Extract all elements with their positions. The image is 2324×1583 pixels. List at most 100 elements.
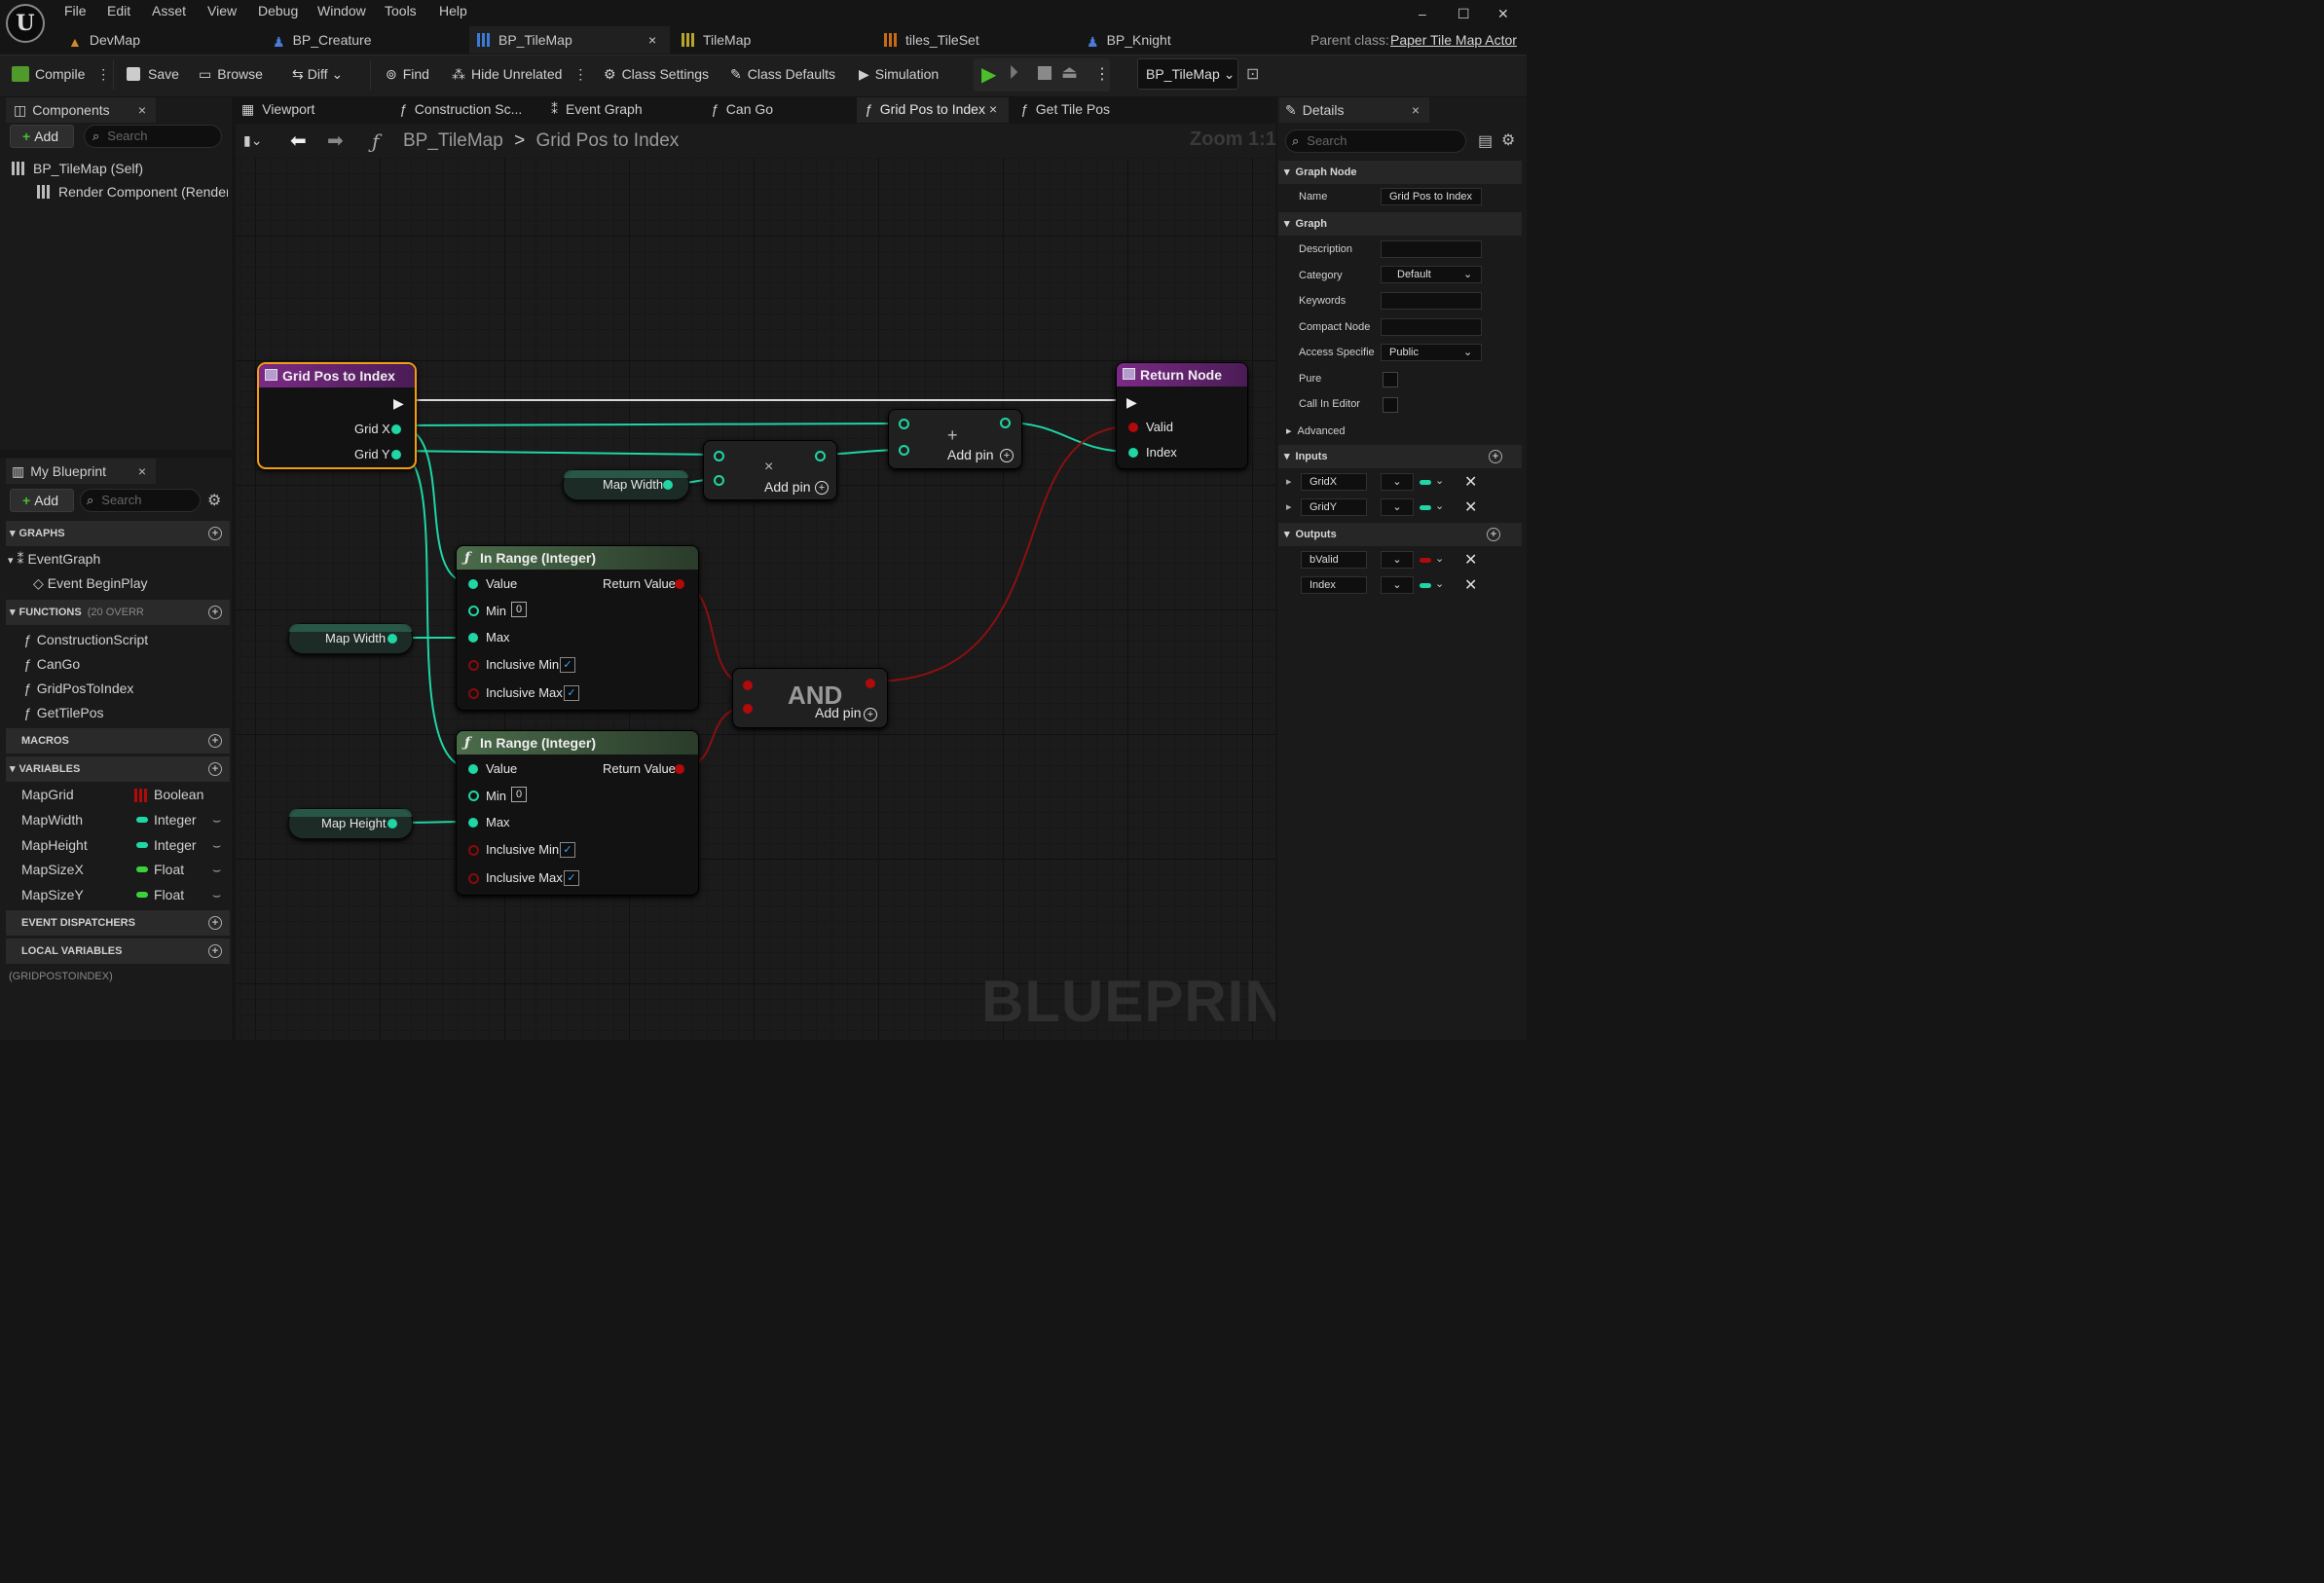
type-select-gridx[interactable]: ⌄ [1381, 473, 1414, 491]
inclusive-min-checkbox[interactable]: ✓ [560, 842, 575, 858]
menu-window[interactable]: Window [317, 3, 366, 18]
chevron-down-icon[interactable]: ⌄ [1435, 578, 1445, 590]
details-search-input[interactable]: ⌕Search [1285, 129, 1466, 153]
save-button[interactable]: Save [127, 66, 179, 82]
doc-tab-bp-knight[interactable]: ♟BP_Knight [1087, 26, 1281, 54]
pin-return-value[interactable] [675, 579, 684, 589]
stop-icon[interactable] [1038, 66, 1051, 80]
minimize-button[interactable]: – [1419, 6, 1426, 21]
pin-add-b[interactable] [899, 445, 909, 456]
pure-checkbox[interactable] [1383, 372, 1398, 387]
variable-item-mapheight[interactable]: MapHeight Integer ⌣ [21, 837, 222, 853]
multiply-node[interactable]: × Add pin + [703, 440, 837, 500]
add-node[interactable]: + Add pin + [888, 409, 1022, 469]
maximize-button[interactable]: ☐ [1457, 6, 1470, 21]
doc-tab-bp-tilemap[interactable]: BP_TileMap × [469, 26, 670, 54]
pin-grid-y[interactable] [391, 450, 401, 460]
pin-and-b[interactable] [743, 704, 753, 714]
return-node[interactable]: Return Node ▶ Valid Index [1116, 362, 1248, 469]
gear-icon[interactable]: ⚙ [1501, 132, 1516, 149]
add-local-variable-icon[interactable]: + [208, 944, 222, 958]
pin-mul-b[interactable] [714, 475, 724, 486]
back-arrow-icon[interactable]: ⬅ [290, 130, 307, 152]
pin-add-a[interactable] [899, 419, 909, 429]
input-gridy-name[interactable]: GridY [1301, 498, 1367, 516]
add-graph-icon[interactable]: + [208, 527, 222, 540]
remove-output-bvalid-button[interactable]: ✕ [1464, 552, 1478, 569]
pin-index[interactable] [1128, 448, 1138, 458]
add-component-button[interactable]: +Add [10, 125, 74, 148]
close-window-button[interactable]: ✕ [1497, 6, 1509, 21]
variables-section-header[interactable]: ▾VARIABLES + [6, 756, 230, 782]
close-tab-icon[interactable]: × [137, 463, 146, 479]
pin-return-value[interactable] [675, 764, 684, 774]
pin-map-width-b-out[interactable] [387, 634, 397, 644]
chevron-down-icon[interactable]: ⌄ [1435, 553, 1445, 565]
menu-help[interactable]: Help [439, 3, 467, 18]
debug-filter-icon[interactable]: ⊡ [1246, 66, 1260, 83]
bookmark-icon[interactable]: ▮⌄ [243, 132, 263, 148]
macros-section-header[interactable]: MACROS + [6, 728, 230, 754]
menu-file[interactable]: File [64, 3, 87, 18]
keywords-input[interactable] [1381, 292, 1482, 310]
graph-canvas[interactable]: Grid Pos to Index ▶ Grid X Grid Y Return… [236, 158, 1275, 1040]
components-tab[interactable]: ◫Components × [6, 97, 156, 123]
step-icon[interactable]: ⏵ [1009, 62, 1018, 84]
pin-min[interactable] [468, 606, 479, 616]
graph-item-eventgraph[interactable]: ▾⁑EventGraph [8, 551, 101, 567]
pin-grid-x[interactable] [391, 424, 401, 434]
pin-max[interactable] [468, 633, 478, 643]
advanced-expander[interactable]: ▸Advanced [1286, 425, 1346, 437]
play-options-icon[interactable]: ⋮ [1094, 66, 1110, 83]
graph-tab-viewport[interactable]: ▦Viewport [241, 101, 315, 117]
event-dispatchers-section-header[interactable]: EVENT DISPATCHERS + [6, 910, 230, 936]
access-specifier-select[interactable]: Public⌄ [1381, 344, 1482, 361]
exec-out-pin[interactable]: ▶ [393, 395, 404, 411]
play-icon[interactable]: ▶ [981, 64, 997, 86]
add-pin-label[interactable]: Add pin [947, 447, 994, 462]
breadcrumb-root[interactable]: BP_TileMap [403, 130, 503, 151]
type-select-index[interactable]: ⌄ [1381, 576, 1414, 594]
compile-options-icon[interactable]: ⋮ [96, 66, 111, 82]
doc-tab-bp-creature[interactable]: ♟BP_Creature [273, 26, 467, 54]
eye-closed-icon[interactable]: ⌣ [212, 887, 222, 902]
description-input[interactable] [1381, 240, 1482, 258]
functions-section-header[interactable]: ▾FUNCTIONS (20 OVERR + [6, 600, 230, 625]
outputs-section-header[interactable]: ▾Outputs + [1278, 523, 1522, 546]
remove-input-gridy-button[interactable]: ✕ [1464, 499, 1478, 516]
chevron-down-icon[interactable]: ⌄ [1435, 500, 1445, 512]
call-in-editor-checkbox[interactable] [1383, 397, 1398, 413]
pin-inclusive-min[interactable] [468, 660, 479, 671]
category-select[interactable]: Default⌄ [1381, 266, 1482, 283]
add-pin-icon[interactable]: + [815, 481, 829, 495]
and-node[interactable]: AND Add pin + [732, 668, 888, 728]
function-entry-node[interactable]: Grid Pos to Index ▶ Grid X Grid Y [257, 362, 417, 469]
menu-tools[interactable]: Tools [385, 3, 417, 18]
output-index-name[interactable]: Index [1301, 576, 1367, 594]
eject-icon[interactable]: ⏏ [1061, 62, 1079, 82]
unreal-logo-icon[interactable]: U [6, 4, 45, 43]
close-tab-icon[interactable]: × [137, 102, 146, 118]
close-tab-icon[interactable]: × [648, 32, 657, 48]
close-tab-icon[interactable]: × [989, 101, 998, 117]
class-defaults-button[interactable]: ✎Class Defaults [730, 66, 835, 82]
inclusive-min-checkbox[interactable]: ✓ [560, 657, 575, 673]
menu-debug[interactable]: Debug [258, 3, 299, 18]
graph-node-section-header[interactable]: ▾Graph Node [1278, 161, 1522, 184]
simulation-button[interactable]: ▶Simulation [859, 66, 940, 82]
inclusive-max-checkbox[interactable]: ✓ [564, 870, 579, 886]
gear-icon[interactable]: ⚙ [207, 493, 222, 509]
pin-and-a[interactable] [743, 681, 753, 690]
menu-view[interactable]: View [207, 3, 238, 18]
get-map-width-node-b[interactable]: Map Width [288, 623, 413, 654]
doc-tab-tileset[interactable]: tiles_TileSet [884, 26, 1079, 54]
component-item-render[interactable]: Render Component (RenderCc [37, 184, 228, 200]
compact-node-input[interactable] [1381, 318, 1482, 336]
in-range-node-1[interactable]: ƒ In Range (Integer) Value Return Value … [456, 545, 699, 711]
eye-closed-icon[interactable]: ⌣ [212, 837, 222, 853]
eye-closed-icon[interactable]: ⌣ [212, 812, 222, 828]
pin-valid[interactable] [1128, 423, 1138, 432]
